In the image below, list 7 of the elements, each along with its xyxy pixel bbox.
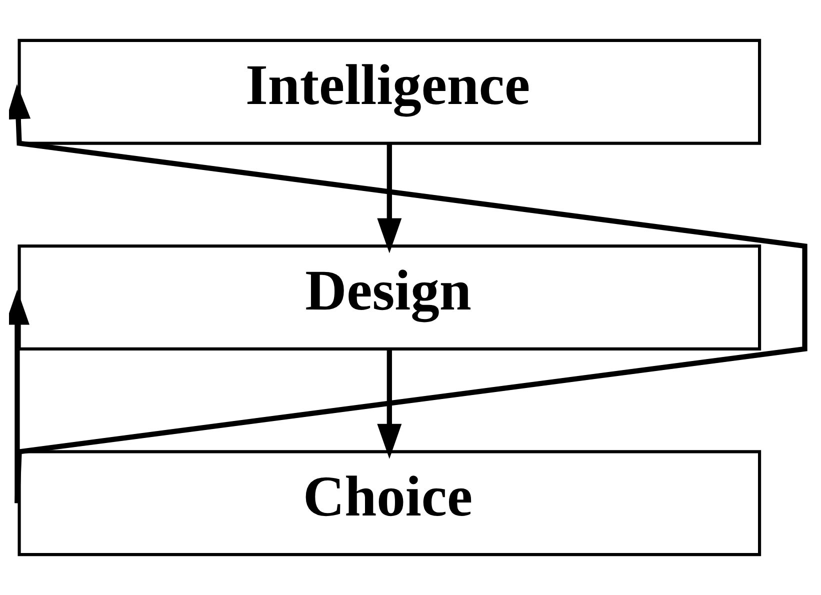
arrow	[376, 144, 402, 254]
node-box: Intelligence	[17, 38, 761, 145]
arrow	[8, 84, 807, 504]
node-box: Choice	[17, 450, 761, 556]
arrow	[8, 290, 29, 504]
arrow	[376, 349, 402, 459]
node-box: Design	[17, 244, 761, 350]
